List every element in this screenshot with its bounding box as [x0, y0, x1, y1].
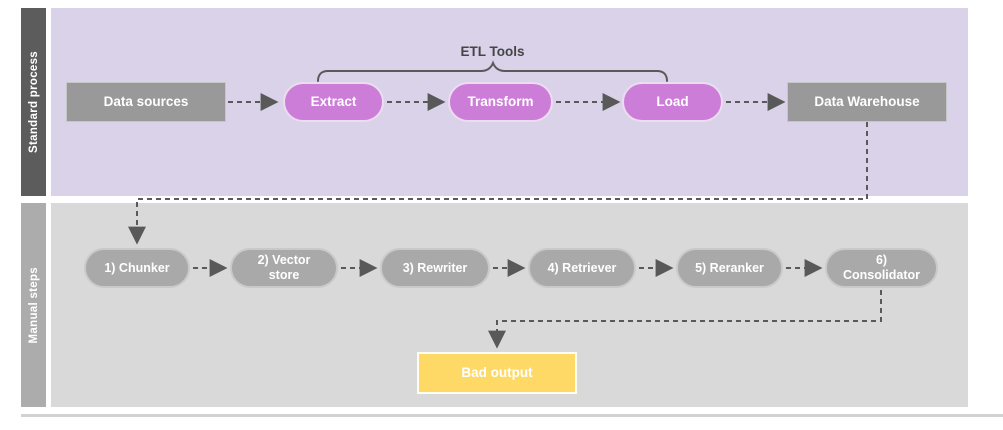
node-vector-store: 2) Vector store	[230, 248, 338, 288]
node-data-sources: Data sources	[66, 82, 226, 122]
node-consolidator: 6) Consolidator	[825, 248, 938, 288]
lane-header-standard-process: Standard process	[21, 8, 46, 196]
lane-title: Manual steps	[27, 266, 40, 344]
node-retriever: 4) Retriever	[528, 248, 636, 288]
node-data-warehouse: Data Warehouse	[787, 82, 947, 122]
node-bad-output: Bad output	[417, 352, 577, 394]
node-extract: Extract	[283, 82, 384, 122]
node-transform: Transform	[448, 82, 553, 122]
lane-header-manual-steps: Manual steps	[21, 203, 46, 407]
etl-tools-label: ETL Tools	[460, 44, 525, 59]
bottom-divider-line	[21, 414, 1003, 417]
node-reranker: 5) Reranker	[676, 248, 783, 288]
node-rewriter: 3) Rewriter	[380, 248, 490, 288]
lane-title: Standard process	[27, 51, 40, 153]
node-load: Load	[622, 82, 723, 122]
node-chunker: 1) Chunker	[84, 248, 190, 288]
